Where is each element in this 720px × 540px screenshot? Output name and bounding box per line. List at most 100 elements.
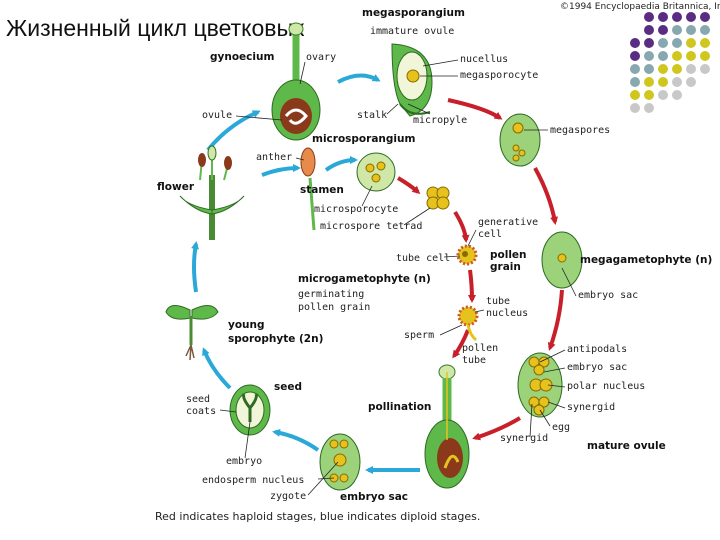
dot (658, 25, 668, 35)
flower-illustration (179, 145, 245, 240)
label-tube-nucleus-line1: tube (486, 296, 510, 307)
leader-line (439, 324, 463, 336)
haploid-arrow (547, 289, 564, 351)
label-synergid-right: synergid (567, 402, 615, 413)
label-microsporangium: microsporangium (312, 133, 415, 145)
label-nucellus: nucellus (460, 54, 508, 65)
dot (644, 77, 654, 87)
leader-line (467, 229, 477, 247)
label-embryo: embryo (226, 456, 262, 467)
diploid-arrow (206, 110, 261, 152)
cycle-arrows (191, 73, 564, 474)
label-anther: anther (256, 152, 292, 163)
copyright-notice: ©1994 Encyclopaedia Britannica, Inc. (560, 2, 720, 12)
label-microgametophyte: microgametophyte (n) (298, 273, 431, 285)
leader-lines (219, 59, 577, 496)
label-embryo-sac-bottom: embryo sac (340, 491, 408, 503)
gynoecium-illustration (271, 22, 321, 141)
label-endosperm-nucleus: endosperm nucleus (202, 475, 304, 486)
immature-ovule-illustration (391, 43, 433, 117)
dot (630, 38, 640, 48)
label-embryo-sac-mid: embryo sac (567, 362, 627, 373)
dot (672, 12, 682, 22)
label-megasporangium: megasporangium (362, 7, 465, 19)
dot (686, 77, 696, 87)
dot (644, 38, 654, 48)
label-antipodals: antipodals (567, 344, 627, 355)
pollination-illustration (424, 364, 470, 489)
label-sperm: sperm (404, 330, 434, 341)
label-microsporocyte: microsporocyte (314, 204, 398, 215)
dot (672, 90, 682, 100)
dot (686, 38, 696, 48)
leader-line (422, 59, 459, 67)
dot (644, 64, 654, 74)
label-embryo-sac-top: embryo sac (578, 290, 638, 301)
leader-line (547, 384, 566, 388)
label-gynoecium: gynoecium (210, 51, 274, 63)
diploid-arrow (272, 428, 320, 452)
dot (672, 51, 682, 61)
dot (700, 38, 710, 48)
leader-line (529, 403, 533, 438)
label-polar-nucleus: polar nucleus (567, 381, 645, 392)
label-seed-coats-line1: seed (186, 394, 210, 405)
label-micropyle: micropyle (413, 115, 467, 126)
dot (630, 51, 640, 61)
seed-illustration (229, 384, 271, 436)
stamen-illustration (300, 147, 316, 231)
label-ovary: ovary (306, 52, 336, 63)
label-ovule: ovule (202, 110, 232, 121)
haploid-arrow (396, 176, 421, 194)
leader-line (235, 115, 283, 121)
leader-line (474, 309, 485, 313)
diagram-caption: Red indicates haploid stages, blue indic… (155, 510, 481, 523)
dot (700, 25, 710, 35)
label-germinating-pollen-line2: pollen grain (298, 302, 370, 313)
leader-line (547, 401, 566, 409)
pollen-grain-illustration (456, 244, 478, 266)
diploid-arrow (191, 241, 199, 293)
label-synergid-left: synergid (500, 433, 548, 444)
label-megasporocyte: megasporocyte (460, 70, 538, 81)
leader-line (295, 157, 305, 161)
diploid-arrow (202, 347, 232, 390)
label-pollen-tube-line1: pollen (462, 343, 498, 354)
label-immature-ovule: immature ovule (370, 26, 454, 37)
dot (672, 77, 682, 87)
dot (686, 25, 696, 35)
dot (658, 77, 668, 87)
dot (686, 51, 696, 61)
label-seed-coats-line2: coats (186, 406, 216, 417)
dot (672, 64, 682, 74)
leader-line (539, 409, 551, 427)
dot (630, 77, 640, 87)
dot (672, 38, 682, 48)
leader-line (219, 409, 237, 413)
label-mature-ovule: mature ovule (587, 440, 666, 452)
label-seed: seed (274, 381, 302, 393)
diagram-labels: megasporangium immature ovule gynoecium … (157, 7, 712, 503)
dot (658, 12, 668, 22)
dot (644, 90, 654, 100)
label-microspore-tetrad: microspore tetrad (320, 221, 422, 232)
slide-title: Жизненный цикл цветковых (6, 15, 305, 41)
dot (630, 103, 640, 113)
dot (644, 25, 654, 35)
dot (672, 25, 682, 35)
label-stalk: stalk (357, 110, 387, 121)
dot (700, 51, 710, 61)
leader-line (539, 349, 566, 363)
megaspores-illustration (499, 113, 541, 167)
haploid-arrow (467, 269, 476, 303)
dot (700, 12, 710, 22)
label-generative-cell-line1: generative (478, 217, 538, 228)
dot (644, 51, 654, 61)
leader-line (403, 207, 431, 226)
leader-line (307, 461, 339, 496)
haploid-arrow (453, 210, 470, 243)
label-egg: egg (552, 422, 570, 433)
leader-line (386, 103, 399, 115)
embryo-sac-illustration (319, 433, 361, 491)
